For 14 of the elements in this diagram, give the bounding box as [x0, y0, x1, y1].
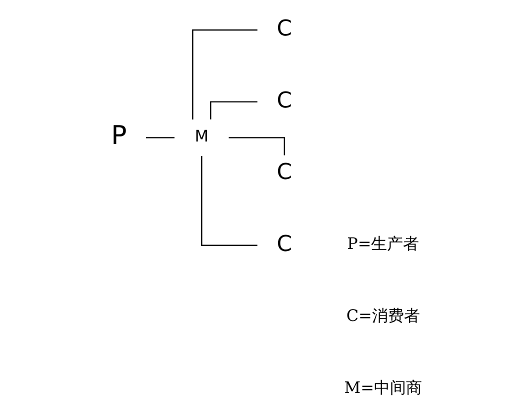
node-text: P — [111, 120, 127, 151]
connector — [192, 29, 258, 120]
node-text: C — [276, 160, 292, 186]
connector — [210, 101, 258, 120]
node-text: M — [194, 126, 209, 146]
node-text: C — [276, 16, 292, 42]
label: P=生产者 — [347, 234, 420, 254]
node-text: C — [276, 88, 292, 114]
connector — [228, 137, 286, 156]
connector — [146, 137, 174, 138]
node-text: C — [276, 232, 292, 257]
connector — [201, 156, 258, 246]
label: M=中间商 — [344, 378, 422, 397]
label: C=消费者 — [346, 306, 420, 325]
